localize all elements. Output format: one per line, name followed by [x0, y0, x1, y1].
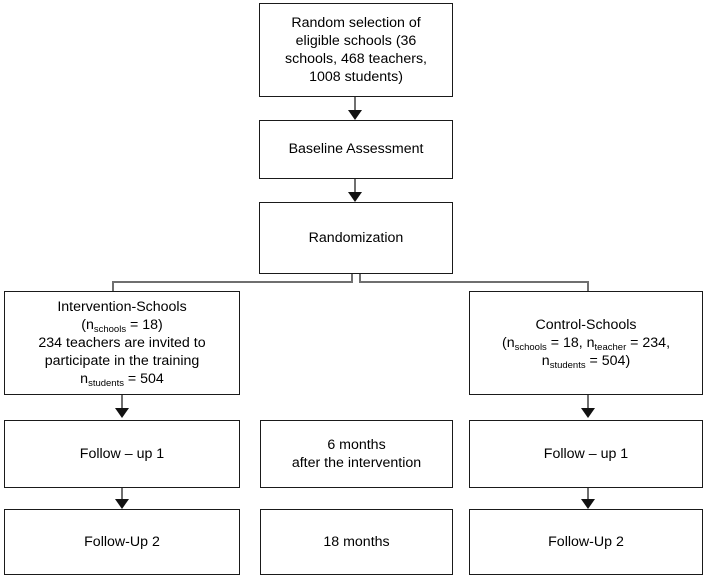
node-control-schools: Control-Schools (nschools = 18, nteacher…: [469, 291, 703, 395]
random-selection-line4: 1008 students): [309, 69, 403, 86]
intervention-schools-value: = 18): [126, 316, 163, 333]
control-line3: nstudents = 504): [541, 353, 631, 372]
arrowhead-intervention-to-followup1: [115, 408, 129, 418]
intervention-students-prefix: n: [80, 371, 89, 388]
connector-randomization-stub-left: [351, 274, 353, 283]
intervention-n-prefix: (n: [81, 316, 94, 333]
node-timepoint-18-months: 18 months: [260, 509, 453, 575]
node-timepoint-6-months: 6 months after the intervention: [260, 420, 453, 488]
intervention-students-value: = 504: [123, 371, 164, 388]
connector-branch-right-drop: [587, 281, 589, 292]
followup1-left-label: Follow – up 1: [79, 445, 165, 462]
connector-selection-to-baseline: [354, 97, 356, 113]
control-students-prefix: n: [541, 353, 550, 370]
intervention-schools-subscript: schools: [93, 323, 127, 335]
arrowhead-followup1-to-followup2-right: [581, 499, 595, 509]
control-students-subscript: students: [549, 360, 586, 372]
control-n-prefix: (n: [501, 334, 515, 351]
connector-control-to-followup1: [587, 395, 589, 411]
connector-followup1-to-followup2-left: [121, 488, 123, 502]
control-teacher-value: = 234,: [626, 334, 671, 351]
timepoint1-line2: after the intervention: [291, 455, 422, 471]
control-line2: (nschools = 18, nteacher = 234,: [501, 334, 671, 353]
timepoint1-line1: 6 months: [327, 436, 386, 453]
baseline-label: Baseline Assessment: [288, 141, 424, 158]
arrowhead-baseline-to-randomization: [348, 192, 362, 202]
node-followup2-right: Follow-Up 2: [469, 509, 703, 575]
random-selection-line2: eligible schools (36: [295, 32, 417, 49]
arrowhead-control-to-followup1: [581, 408, 595, 418]
control-line1: Control-Schools: [535, 316, 637, 333]
connector-intervention-to-followup1: [121, 395, 123, 411]
control-schools-subscript: schools: [514, 341, 547, 353]
random-selection-line1: Random selection of: [291, 14, 421, 31]
connector-branch-left-horizontal: [112, 281, 353, 283]
node-followup2-left: Follow-Up 2: [4, 509, 240, 575]
connector-randomization-stub-right: [359, 274, 361, 283]
intervention-line5: nstudents = 504: [80, 371, 164, 390]
node-randomization: Randomization: [259, 202, 453, 274]
node-followup1-right: Follow – up 1: [469, 420, 703, 488]
node-random-selection: Random selection of eligible schools (36…: [259, 3, 453, 97]
control-schools-value: = 18, n: [546, 334, 595, 351]
control-teacher-subscript: teacher: [594, 341, 627, 353]
intervention-line1: Intervention-Schools: [57, 298, 187, 315]
timepoint2-label: 18 months: [323, 533, 390, 550]
intervention-students-subscript: students: [88, 378, 124, 390]
intervention-line4: participate in the training: [44, 353, 200, 370]
randomization-label: Randomization: [308, 229, 404, 246]
node-baseline-assessment: Baseline Assessment: [259, 120, 453, 179]
connector-followup1-to-followup2-right: [587, 488, 589, 502]
node-intervention-schools: Intervention-Schools (nschools = 18) 234…: [4, 291, 240, 395]
arrowhead-selection-to-baseline: [348, 110, 362, 120]
connector-branch-left-drop: [112, 281, 114, 292]
random-selection-line3: schools, 468 teachers,: [285, 51, 427, 67]
followup2-left-label: Follow-Up 2: [84, 533, 160, 550]
followup1-right-label: Follow – up 1: [543, 445, 629, 462]
connector-branch-right-horizontal: [359, 281, 589, 283]
intervention-line2: (nschools = 18): [81, 316, 163, 335]
intervention-line3: 234 teachers are invited to: [38, 334, 206, 351]
arrowhead-followup1-to-followup2-left: [115, 499, 129, 509]
control-students-value: = 504): [585, 353, 631, 370]
node-followup1-left: Follow – up 1: [4, 420, 240, 488]
followup2-right-label: Follow-Up 2: [548, 533, 624, 550]
connector-baseline-to-randomization: [354, 179, 356, 195]
